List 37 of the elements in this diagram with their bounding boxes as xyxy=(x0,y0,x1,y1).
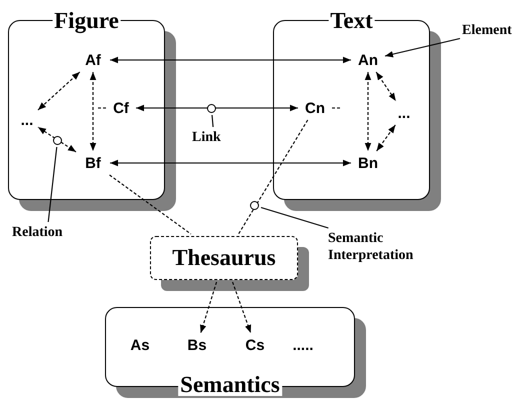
element-label: Bf xyxy=(78,153,108,173)
leader-line xyxy=(212,114,214,128)
arrow xyxy=(364,72,372,151)
arrow xyxy=(136,104,298,112)
arrow xyxy=(376,72,396,102)
arrow xyxy=(110,56,351,64)
arrow xyxy=(38,72,80,110)
element-label: Cs xyxy=(240,335,270,355)
leader-line xyxy=(97,107,106,109)
callout-label: Element xyxy=(462,22,522,40)
group-title: Figure xyxy=(52,9,121,32)
element-label: Af xyxy=(78,50,108,70)
group-title: Semantics xyxy=(178,373,282,396)
element-label: Cn xyxy=(300,98,330,118)
dotted-line xyxy=(238,120,308,234)
arrow xyxy=(376,124,396,152)
callout-label: Link xyxy=(192,129,236,147)
arrow xyxy=(232,282,252,334)
callout-label: Semantic Interpretation xyxy=(328,230,460,266)
element-label: Bs xyxy=(182,335,212,355)
element-label: ... xyxy=(18,110,36,130)
element-label: ... xyxy=(395,103,413,123)
element-label: ..... xyxy=(288,335,318,355)
element-label: Bn xyxy=(353,153,383,173)
callout-label: Relation xyxy=(12,224,82,242)
arrow xyxy=(90,72,96,151)
leader-line xyxy=(260,206,329,229)
element-label: Cf xyxy=(108,98,134,118)
arrow xyxy=(200,282,218,334)
arrow xyxy=(110,160,351,166)
arrow xyxy=(38,126,76,152)
dotted-line xyxy=(109,174,192,234)
element-label: As xyxy=(125,335,155,355)
leader-line xyxy=(48,146,58,222)
element-label: An xyxy=(353,50,383,70)
leader-line xyxy=(384,38,460,58)
leader-line xyxy=(332,107,341,109)
